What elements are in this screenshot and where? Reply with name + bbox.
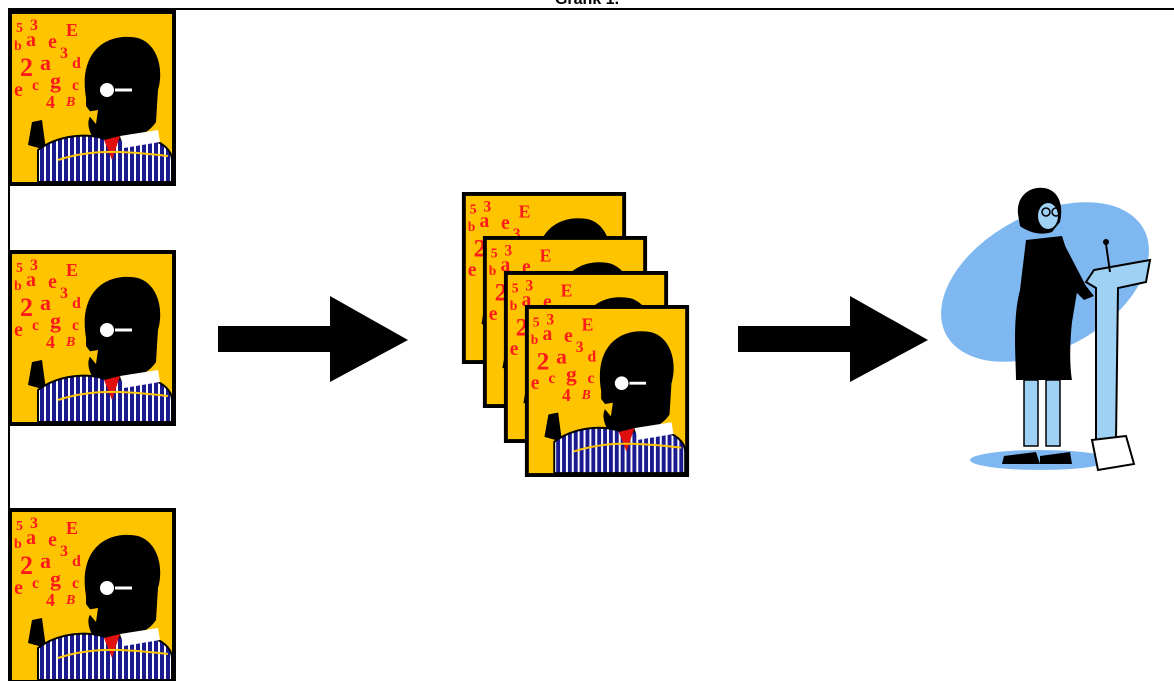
speaker-card-2 (8, 250, 176, 426)
flow-arrow-2 (738, 296, 928, 382)
flow-arrow-1 (218, 296, 408, 382)
speaker-card-3 (8, 508, 176, 681)
stack-card-4 (525, 305, 689, 477)
presenter-at-podium (914, 169, 1174, 470)
speaker-card-1 (8, 10, 176, 186)
